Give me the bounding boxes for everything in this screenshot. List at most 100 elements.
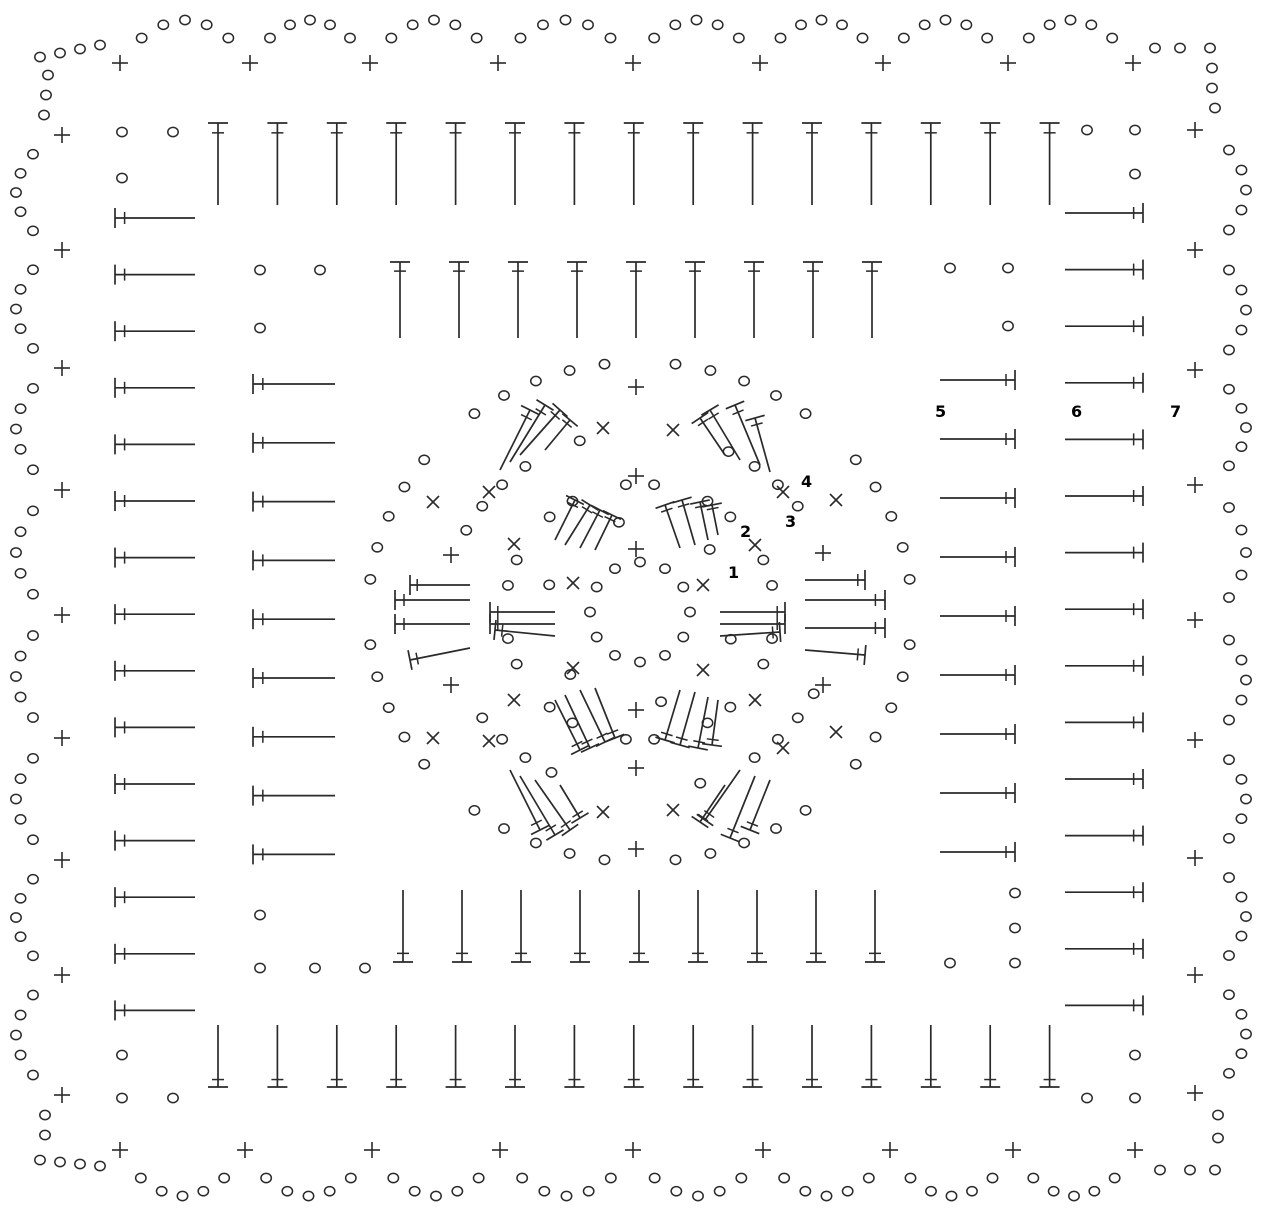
treble-crochet-stitch: [685, 262, 705, 338]
treble-crochet-stitch: [980, 1025, 1000, 1087]
chain-stitch: [520, 462, 530, 471]
single-crochet-stitch: [1187, 967, 1203, 983]
single-crochet-stitch: [628, 841, 644, 857]
chain-stitch: [517, 1173, 527, 1182]
chain-stitch: [515, 33, 525, 42]
double-crochet-stitch: [595, 511, 621, 550]
treble-crochet-stitch: [802, 123, 822, 205]
treble-crochet-stitch: [1065, 656, 1143, 676]
chain-stitch: [43, 70, 53, 79]
double-crochet-stitch: [520, 776, 564, 840]
chain-stitch: [704, 545, 714, 554]
double-crochet-stitch: [692, 785, 725, 828]
single-crochet-stitch: [628, 702, 644, 718]
treble-crochet-stitch: [1065, 939, 1143, 959]
single-crochet-stitch: [483, 735, 495, 747]
treble-crochet-stitch: [267, 1025, 287, 1087]
treble-crochet-stitch: [115, 378, 195, 398]
treble-crochet-stitch: [624, 123, 644, 205]
chain-stitch: [28, 631, 38, 640]
chain-stitch: [898, 543, 908, 552]
chain-stitch: [40, 1130, 50, 1139]
chain-stitch: [1185, 1165, 1195, 1174]
chain-stitch: [28, 265, 38, 274]
treble-crochet-stitch: [861, 123, 881, 205]
treble-crochet-stitch: [508, 262, 528, 338]
single-crochet-stitch: [443, 547, 459, 563]
chain-stitch: [585, 607, 595, 616]
chain-stitch: [1213, 1133, 1223, 1142]
double-crochet-stitch: [720, 622, 781, 642]
chain-stitch: [503, 581, 513, 590]
single-crochet-stitch: [749, 694, 761, 706]
round-label-7: 7: [1170, 402, 1181, 421]
single-crochet-stitch: [777, 486, 789, 498]
chain-stitch: [201, 20, 211, 29]
double-crochet-stitch: [408, 648, 470, 670]
chain-stitch: [1236, 442, 1246, 451]
chain-stitch: [419, 455, 429, 464]
chain-stitch: [28, 226, 38, 235]
chain-stitch: [168, 1093, 178, 1102]
chain-stitch: [15, 207, 25, 216]
chain-stitch: [1155, 1165, 1165, 1174]
chain-stitch: [28, 875, 38, 884]
chain-stitch: [531, 376, 541, 385]
chain-stitch: [28, 506, 38, 515]
chain-stitch: [265, 33, 275, 42]
chain-stitch: [1130, 1093, 1140, 1102]
chain-stitch: [1236, 1010, 1246, 1019]
chain-stitch: [1089, 1187, 1099, 1196]
round-label-layer: 1 2 3 4 5 6 7: [728, 402, 1181, 582]
chain-stitch: [564, 366, 574, 375]
single-crochet-stitch: [697, 664, 709, 676]
chain-stitch: [168, 127, 178, 136]
chain-stitch: [1236, 814, 1246, 823]
treble-crochet-stitch: [747, 890, 767, 962]
double-crochet-stitch: [500, 406, 539, 470]
double-crochet-stitch: [395, 614, 470, 634]
chain-stitch: [758, 555, 768, 564]
treble-crochet-stitch: [940, 606, 1015, 626]
chain-stitch: [303, 1191, 313, 1200]
treble-crochet-stitch: [862, 262, 882, 338]
treble-crochet-stitch: [115, 774, 195, 794]
chain-stitch: [621, 480, 631, 489]
chain-stitch: [591, 582, 601, 591]
single-crochet-stitch: [427, 732, 439, 744]
chain-stitch: [15, 692, 25, 701]
chain-stitch: [842, 1187, 852, 1196]
chain-stitch: [1048, 1187, 1058, 1196]
single-crochet-stitch: [112, 1142, 128, 1158]
single-crochet-stitch: [443, 677, 459, 693]
treble-crochet-stitch: [744, 262, 764, 338]
treble-crochet-stitch: [452, 890, 472, 962]
treble-crochet-stitch: [253, 492, 335, 512]
chain-stitch: [1224, 593, 1234, 602]
chain-stitch: [635, 657, 645, 666]
chain-stitch: [511, 555, 521, 564]
chain-stitch: [1213, 1110, 1223, 1119]
chain-stitch: [739, 838, 749, 847]
single-crochet-stitch: [492, 1142, 508, 1158]
chain-stitch: [55, 1157, 65, 1166]
chain-stitch: [11, 1030, 21, 1039]
chain-stitch: [851, 760, 861, 769]
chain-stitch: [325, 20, 335, 29]
chain-stitch: [1241, 912, 1251, 921]
treble-crochet-stitch: [253, 727, 335, 747]
chain-stitch: [136, 33, 146, 42]
chain-stitch: [28, 384, 38, 393]
single-crochet-stitch: [1187, 362, 1203, 378]
chain-stitch: [793, 713, 803, 722]
treble-crochet-stitch: [115, 208, 195, 228]
single-crochet-stitch: [597, 422, 609, 434]
chain-stitch: [1028, 1173, 1038, 1182]
chain-stitch: [870, 482, 880, 491]
chain-stitch: [1207, 83, 1217, 92]
chain-stitch: [1224, 755, 1234, 764]
chain-stitch: [429, 15, 439, 24]
treble-crochet-stitch: [683, 123, 703, 205]
chain-stitch: [15, 1010, 25, 1019]
